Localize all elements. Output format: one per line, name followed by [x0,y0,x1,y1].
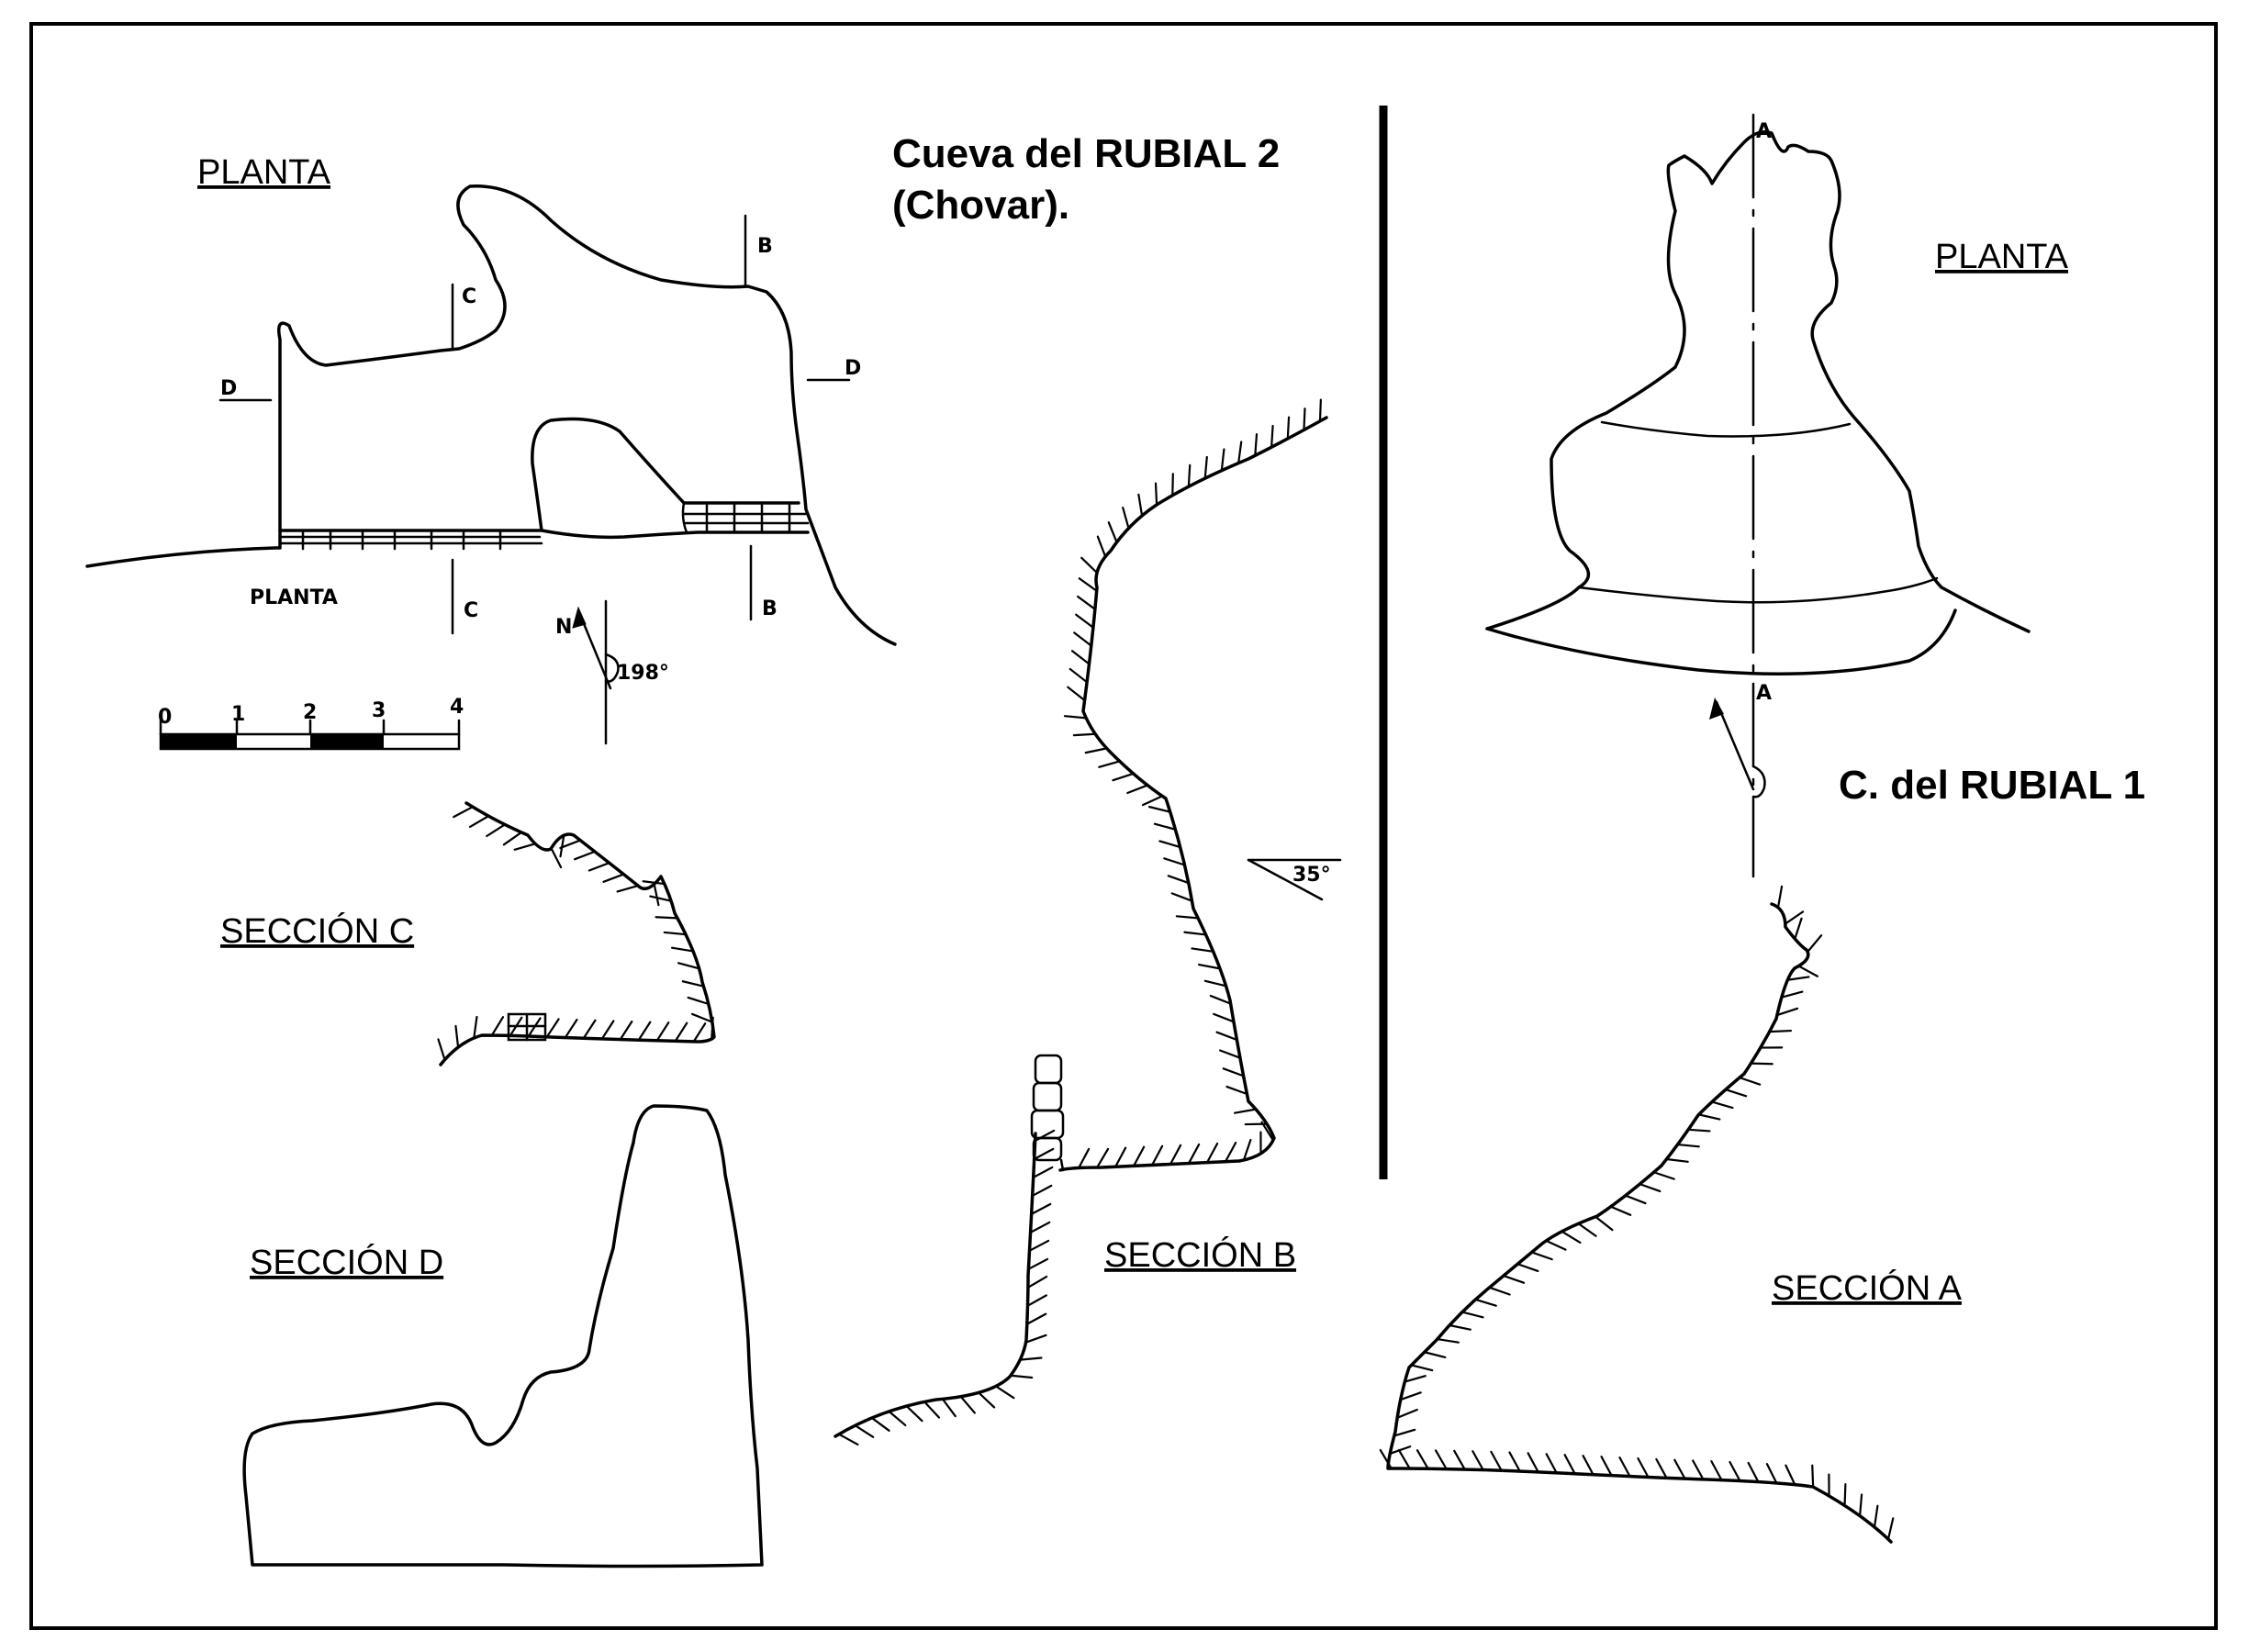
rock-hatching [1379,885,1895,1541]
rubial2-north-arrow [572,599,620,745]
rubial1-section-a-top: A [1756,120,1772,143]
rubial2-section-d-drawing [242,1104,764,1568]
rubial2-bearing-label: 198° [617,662,669,685]
rubial1-section-a-drawing [1379,885,1895,1544]
rubial2-title-line2: (Chovar). [892,183,1069,228]
rubial2-title-line1: Cueva del RUBIAL 2 [892,131,1280,176]
rock-hatching [437,806,714,1061]
rock-hatching [837,1129,1056,1446]
rubial1-plan-drawing [1485,113,2031,878]
rubial2-section-b-wall [1030,1054,1065,1172]
rubial2-seccion-b-label: SECCIÓN B [1104,1235,1296,1275]
rock-hatching [1063,398,1322,1169]
rubial1-seccion-a-label: SECCIÓN A [1772,1268,1963,1308]
rubial2-section-b-top: B [757,235,773,258]
rubial2-section-b-drawing [834,398,1342,1446]
rubial2-section-d-left: D [220,377,237,400]
rubial1-section-a-bottom: A [1756,682,1772,705]
rubial2-scale-tick-1: 1 [231,703,245,726]
rubial2-section-d-right: D [845,357,861,380]
rubial2-scale-tick-3: 3 [372,699,386,722]
rubial2-section-c-bottom: C [464,599,478,622]
rubial2-plan-drawing [85,184,897,646]
rubial2-section-c-drawing [437,801,716,1066]
rubial2-section-b-bottom: B [762,597,778,620]
rubial2-seccion-c-label: SECCIÓN C [220,911,414,951]
rubial2-scale-bar [159,719,461,751]
rubial2-seccion-d-label: SECCIÓN D [250,1243,443,1282]
rubial2-scale-tick-0: 0 [158,706,172,729]
rubial2-slope-label: 35° [1292,864,1331,887]
rubial2-planta-hand-label: PLANTA [250,586,338,609]
rubial2-section-c-top: C [462,285,476,308]
sheet-border [29,22,2218,1630]
rubial2-north-label: N [555,616,572,639]
rubial2-planta-label: PLANTA [197,153,331,192]
rubial1-planta-label: PLANTA [1935,238,2069,276]
rubial2-plan-wall [278,501,810,551]
rubial2-scale-tick-4: 4 [450,696,464,719]
rubial2-scale-tick-2: 2 [303,701,317,724]
rubial1-title: C. del RUBIAL 1 [1839,763,2145,808]
